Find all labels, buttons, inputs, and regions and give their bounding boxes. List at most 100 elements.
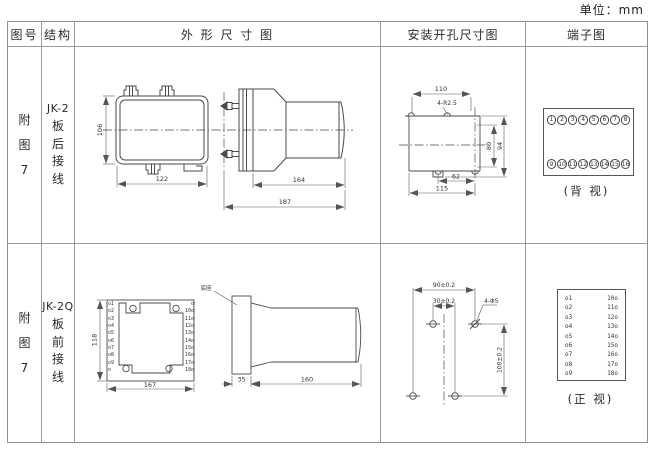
terminal-number: o5 bbox=[565, 332, 573, 340]
terminal-number: o2 bbox=[565, 304, 573, 312]
front-view-dims bbox=[103, 95, 208, 187]
dim-62: 62 bbox=[452, 173, 460, 181]
side-view-dims bbox=[223, 158, 346, 210]
dim-80: 80 bbox=[485, 142, 493, 150]
fig-no-text: 附 图 7 bbox=[18, 112, 31, 177]
terminal-number: 12 bbox=[578, 159, 588, 169]
front-view-caption: (正 视) bbox=[567, 392, 614, 406]
unit-label: 单位：mm bbox=[579, 3, 644, 17]
dim-35: 35 bbox=[237, 376, 245, 384]
jk2-install-drawing: 110 4-R2.5 80 94 62 115 bbox=[399, 85, 507, 196]
row1-install-cell: 110 4-R2.5 80 94 62 115 bbox=[381, 47, 526, 244]
row1-structure-cell: JK-2 板 后 接 线 bbox=[42, 47, 75, 244]
terminal-number: 7 bbox=[610, 115, 620, 125]
terminal-number: 13 bbox=[589, 159, 599, 169]
row2-fig-no-cell: 附 图 7 bbox=[8, 244, 42, 442]
fig-no-text: 附 图 7 bbox=[18, 310, 31, 375]
terminal-number: 11 bbox=[567, 159, 578, 169]
base-label: 底座 bbox=[200, 284, 212, 292]
row2-structure-cell: JK-2Q 板 前 接 线 bbox=[42, 244, 75, 442]
terminal-number: 17o bbox=[607, 360, 618, 368]
dim-30: 30±0.2 bbox=[433, 298, 455, 305]
dim-height-118: 118 bbox=[91, 334, 99, 346]
header-install: 安装开孔尺寸图 bbox=[381, 22, 526, 47]
terminal-number: 8 bbox=[620, 115, 631, 125]
dim-width-167: 167 bbox=[144, 381, 156, 389]
terminal-number: o6 bbox=[565, 342, 573, 350]
terminal-number: 10o bbox=[607, 295, 618, 302]
terminal-number: 13o bbox=[607, 323, 618, 331]
terminal-number: o8 bbox=[565, 360, 573, 368]
hole-note-r25: 4-R2.5 bbox=[437, 100, 457, 107]
header-outline: 外 形 尺 寸 图 bbox=[75, 22, 381, 47]
terminal-number: 4 bbox=[578, 115, 588, 125]
terminal-number: 3 bbox=[567, 115, 578, 125]
jk2-outline-drawing: 106 122 bbox=[96, 85, 353, 210]
terminal-number: 9 bbox=[546, 159, 557, 169]
row2-install-cell: 90±0.2 30±0.2 4-Φ5 100±0.2 bbox=[381, 244, 526, 442]
terminal-number: 12o bbox=[607, 313, 618, 321]
front-terminals-right: o 10o 11o 12o 13o 14o 15o 16o 17o 18o bbox=[184, 301, 194, 374]
terminal-number: 6 bbox=[599, 115, 610, 125]
install-dims bbox=[408, 91, 507, 196]
hole-note-phi5: 4-Φ5 bbox=[484, 298, 499, 305]
rear-view-caption: (背 视) bbox=[563, 184, 610, 198]
dim-94: 94 bbox=[496, 142, 504, 150]
mounting-holes bbox=[406, 318, 482, 400]
front-view-plate bbox=[106, 299, 195, 382]
dim-height-106: 106 bbox=[96, 124, 104, 136]
terminal-number: 15o bbox=[607, 342, 618, 350]
terminal-number: 16o bbox=[607, 351, 618, 359]
dim-115: 115 bbox=[436, 185, 448, 193]
terminal-number: o9 bbox=[565, 370, 573, 378]
jk2q-install-drawing: 90±0.2 30±0.2 4-Φ5 100±0.2 bbox=[406, 282, 508, 406]
header-terminal: 端子图 bbox=[526, 22, 647, 47]
terminal-number: 16 bbox=[620, 159, 631, 169]
terminal-number: 14 bbox=[599, 159, 610, 169]
wiring-text: 板 前 接 线 bbox=[51, 317, 64, 384]
front-view-dims bbox=[97, 299, 195, 392]
header-structure: 结构 bbox=[42, 22, 75, 47]
terminal-number: 15 bbox=[610, 159, 620, 169]
header-fig-no: 图号 bbox=[8, 22, 42, 47]
dim-160: 160 bbox=[301, 376, 313, 384]
terminal-number: 5 bbox=[589, 115, 599, 125]
terminal-number: 11o bbox=[607, 304, 618, 312]
base-leader-line bbox=[213, 290, 238, 306]
terminal-number: o7 bbox=[565, 351, 573, 359]
terminal-number: 2 bbox=[557, 115, 567, 125]
dim-width-122: 122 bbox=[156, 175, 168, 183]
terminal-number: 10 bbox=[557, 159, 567, 169]
side-view-body bbox=[231, 295, 362, 375]
front-terminals-left: o1 o2 o3 o4 o5 o6 o7 o8 o9 o bbox=[108, 301, 115, 374]
row1-outline-cell: 106 122 bbox=[75, 47, 381, 244]
dimension-table: 图号 结构 外 形 尺 寸 图 安装开孔尺寸图 端子图 附 图 7 JK-2 板… bbox=[7, 21, 648, 443]
install-dims bbox=[412, 287, 508, 397]
dim-100: 100±0.2 bbox=[497, 347, 504, 373]
dim-90: 90±0.2 bbox=[433, 282, 455, 289]
side-view-dims bbox=[222, 364, 362, 387]
dim-depth-187: 187 bbox=[279, 198, 291, 206]
wiring-text: 板 后 接 线 bbox=[51, 119, 64, 186]
row2-outline-cell: 118 167 底座 3 bbox=[75, 244, 381, 442]
row1-fig-no-cell: 附 图 7 bbox=[8, 47, 42, 244]
terminal-number: o4 bbox=[565, 323, 573, 331]
terminal-number: o3 bbox=[565, 313, 573, 321]
dim-depth-164: 164 bbox=[293, 176, 305, 184]
model-label: JK-2 bbox=[46, 102, 70, 115]
jk2q-outline-drawing: 118 167 底座 3 bbox=[91, 284, 362, 392]
terminal-number: 14o bbox=[607, 332, 618, 340]
terminal-number: 18o bbox=[607, 370, 618, 378]
dim-110: 110 bbox=[435, 85, 447, 93]
model-label: JK-2Q bbox=[42, 300, 74, 313]
terminal-number: 1 bbox=[546, 115, 557, 125]
